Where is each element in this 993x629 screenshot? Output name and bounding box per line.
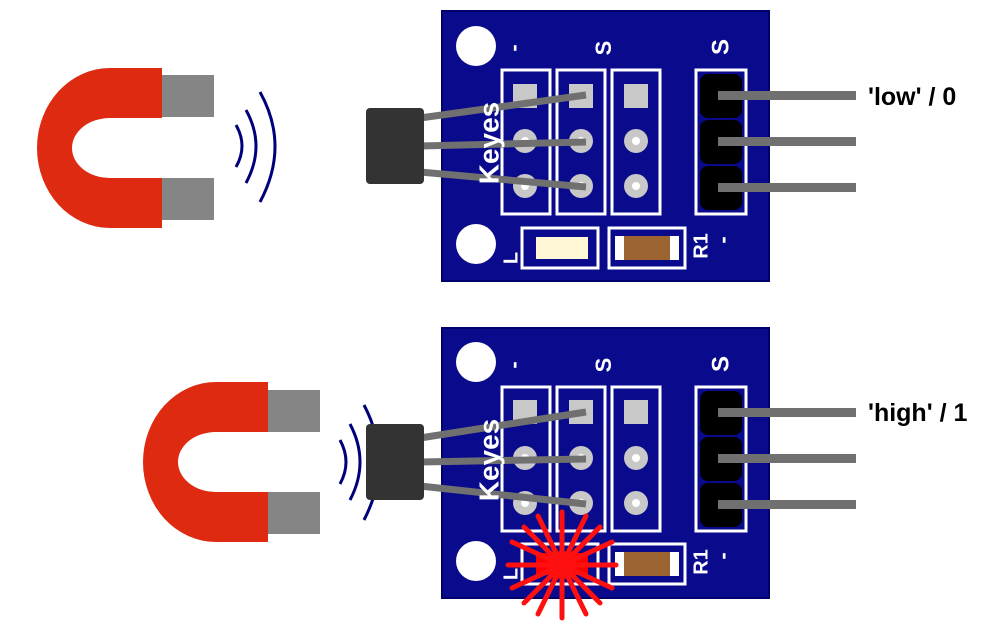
header-pin-signal bbox=[718, 408, 856, 417]
header-pin-gnd bbox=[718, 183, 856, 192]
led-glow bbox=[548, 551, 576, 579]
mounting-hole bbox=[456, 26, 496, 66]
silk-minus-header: - bbox=[710, 552, 735, 559]
silk-s-header: S bbox=[707, 39, 734, 55]
horseshoe-magnet bbox=[37, 68, 214, 228]
silk-brand: Keyes bbox=[473, 419, 504, 502]
led-outline bbox=[520, 226, 600, 270]
magnet-pole-south bbox=[268, 492, 320, 534]
header-pin-vcc bbox=[718, 454, 856, 463]
header-pin-vcc bbox=[718, 137, 856, 146]
mounting-hole bbox=[456, 342, 496, 382]
silk-s-header: S bbox=[707, 356, 734, 372]
magnet-body bbox=[143, 382, 268, 542]
magnet-body bbox=[37, 68, 162, 228]
mounting-hole bbox=[456, 541, 496, 581]
silk-s-top: S bbox=[591, 358, 616, 373]
silk-led: L bbox=[500, 252, 522, 264]
silk-s-top: S bbox=[591, 41, 616, 56]
magnetic-field-lines bbox=[234, 91, 277, 203]
magnet-pole-north bbox=[268, 390, 320, 432]
panel-low: Keyes - S S - R1 L 'low' / 0 bbox=[37, 10, 956, 282]
hall-sensor bbox=[366, 91, 587, 191]
header-pin-signal bbox=[718, 91, 856, 100]
header-pin-gnd bbox=[718, 500, 856, 509]
silk-r1: R1 bbox=[690, 549, 712, 575]
silk-minus-top: - bbox=[501, 361, 526, 368]
mounting-hole bbox=[456, 224, 496, 264]
magnet-pole-south bbox=[162, 178, 214, 220]
silk-minus-top: - bbox=[501, 44, 526, 51]
panel-high: Keyes - S S - R1 L 'high' / 1 bbox=[143, 327, 967, 621]
silk-r1: R1 bbox=[690, 233, 712, 259]
silk-minus-header: - bbox=[710, 236, 735, 243]
hall-sensor bbox=[366, 408, 587, 508]
pin-header bbox=[694, 68, 856, 216]
horseshoe-magnet bbox=[143, 382, 320, 542]
magnet-pole-north bbox=[162, 75, 214, 117]
resistor-outline bbox=[607, 226, 687, 270]
output-label-low: 'low' / 0 bbox=[868, 83, 956, 111]
resistor-body bbox=[624, 236, 670, 260]
sensor-body bbox=[366, 424, 424, 500]
silk-brand: Keyes bbox=[473, 102, 504, 185]
pin-header bbox=[694, 385, 856, 533]
led-indicator-off bbox=[536, 237, 588, 259]
silk-led: L bbox=[500, 568, 522, 580]
resistor-body bbox=[624, 552, 670, 576]
output-label-high: 'high' / 1 bbox=[868, 399, 967, 427]
sensor-body bbox=[366, 108, 424, 184]
